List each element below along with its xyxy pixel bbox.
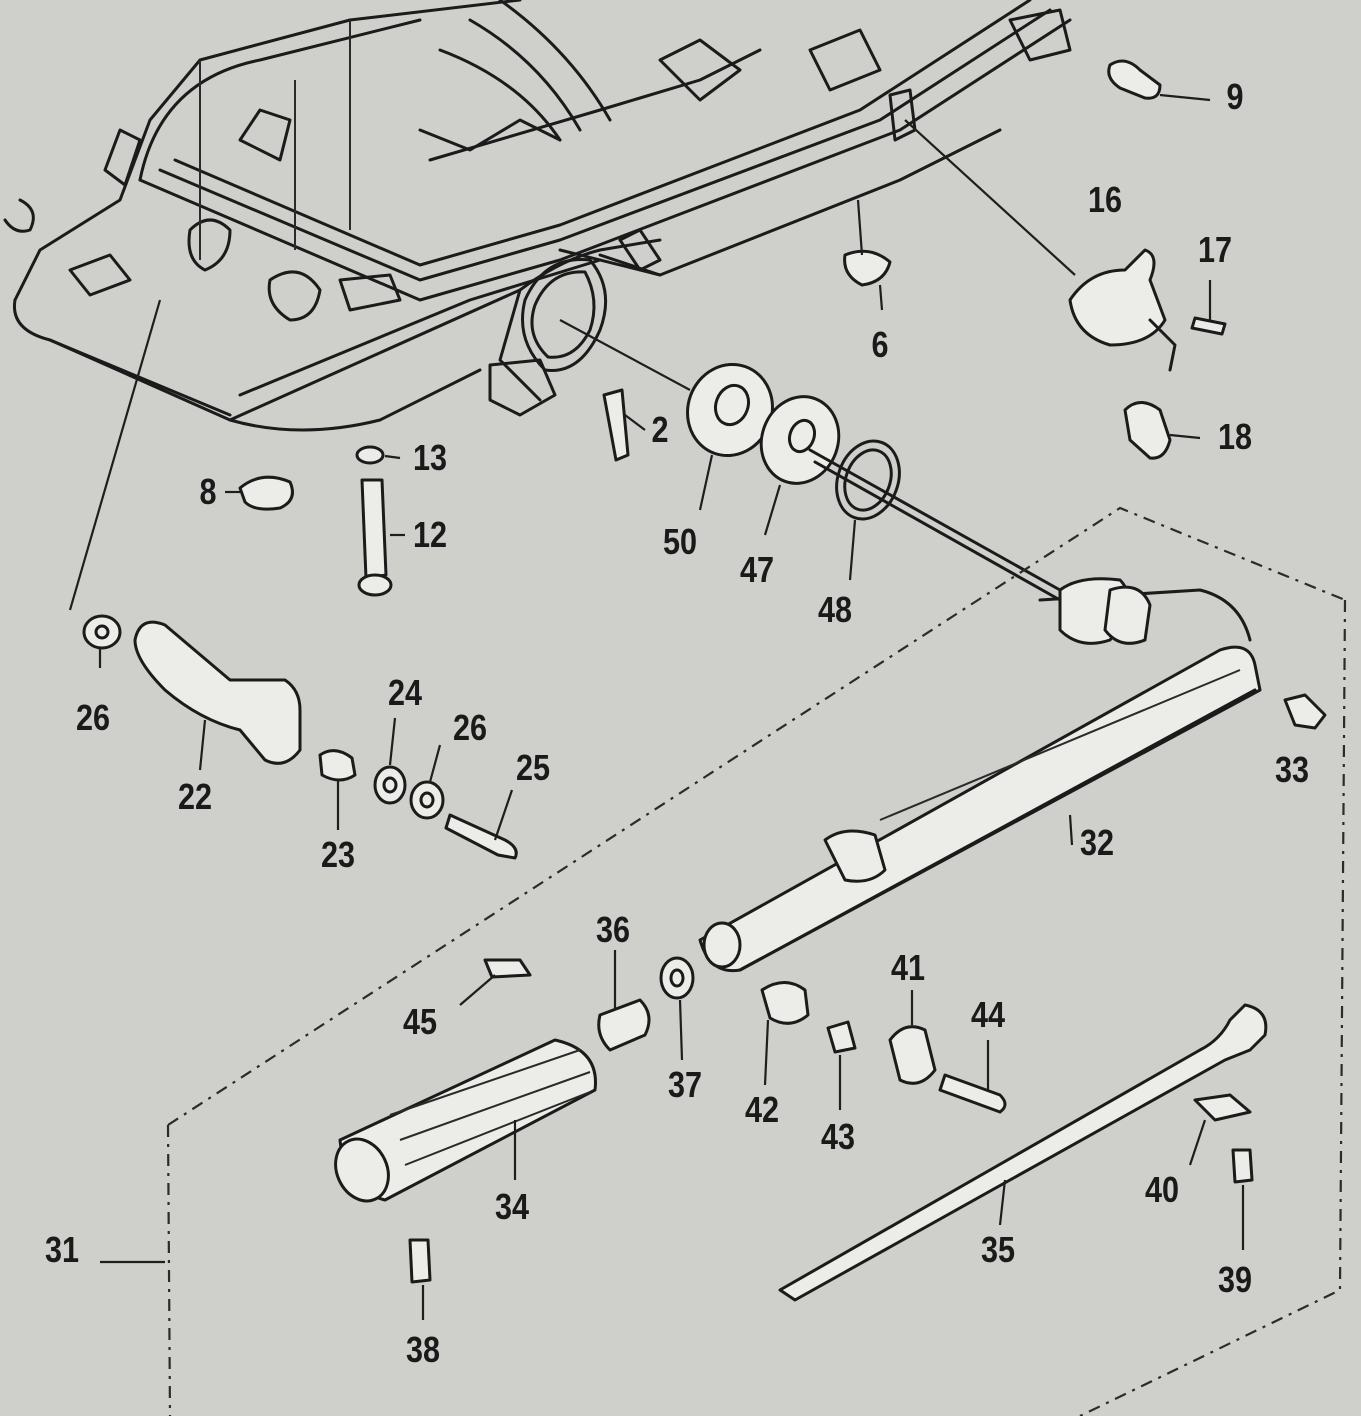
callout-45: 45: [402, 1001, 438, 1042]
hardware-upper-right: [843, 59, 1327, 730]
callout-37: 37: [667, 1064, 703, 1105]
bracket-assembly: [3, 0, 1072, 432]
callout-32: 32: [1079, 822, 1115, 863]
callout-47: 47: [739, 549, 775, 590]
callout-2: 2: [651, 409, 669, 450]
tiller-arm: [698, 577, 1262, 973]
callout-50: 50: [662, 521, 698, 562]
callout-22: 22: [177, 776, 213, 817]
callout-43: 43: [820, 1116, 856, 1157]
callout-17: 17: [1197, 229, 1233, 270]
left-linkage-parts: [82, 614, 518, 860]
callout-41: 41: [890, 947, 926, 988]
callout-6: 6: [871, 324, 889, 365]
callout-38: 38: [405, 1329, 441, 1370]
leader-lines: [68, 93, 1245, 1320]
callout-35: 35: [980, 1229, 1016, 1270]
callout-16: 16: [1087, 179, 1123, 220]
callout-39: 39: [1217, 1259, 1253, 1300]
callout-18: 18: [1217, 416, 1253, 457]
callout-33: 33: [1274, 749, 1310, 790]
grip-and-throttle-parts: [334, 956, 1268, 1302]
callout-31: 31: [44, 1229, 80, 1270]
callout-13: 13: [412, 437, 448, 478]
callout-34: 34: [494, 1186, 530, 1227]
callout-26: 26: [75, 697, 111, 738]
callout-40: 40: [1144, 1169, 1180, 1210]
washer-stack: [238, 362, 1062, 602]
callout-26: 26: [452, 707, 488, 748]
callout-9: 9: [1226, 76, 1244, 117]
callout-8: 8: [199, 471, 217, 512]
callout-36: 36: [595, 909, 631, 950]
callout-42: 42: [744, 1089, 780, 1130]
callout-25: 25: [515, 747, 551, 788]
callout-48: 48: [817, 589, 853, 630]
callout-23: 23: [320, 834, 356, 875]
callout-12: 12: [412, 514, 448, 555]
tiller-group-boundary: [166, 506, 1347, 1416]
callout-44: 44: [970, 994, 1006, 1035]
callout-24: 24: [387, 672, 423, 713]
